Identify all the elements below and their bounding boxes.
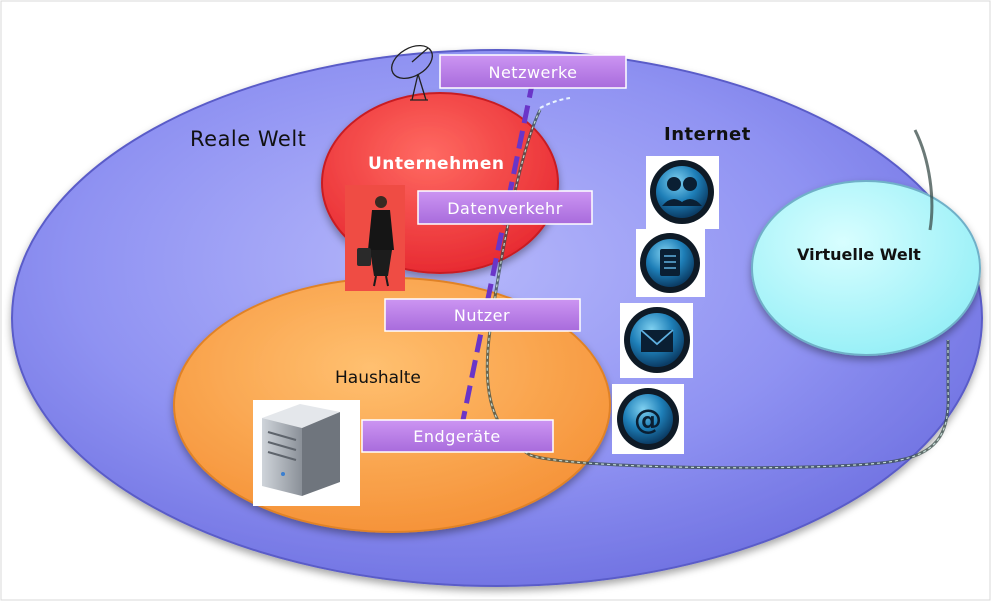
layer-dashed-line [459,79,536,426]
satellite-dish-icon [391,44,433,101]
users-box: Nutzer [384,298,581,332]
mail-icon [620,303,693,378]
businesswoman-icon [345,185,405,291]
households-label: Haushalte [335,368,421,388]
real-world-label: Reale Welt [190,127,306,151]
devices-box: Endgeräte [361,419,554,453]
internet-label: Internet [664,124,751,145]
devices-label: Endgeräte [413,427,500,446]
companies-label: Unternehmen [368,154,505,174]
data-traffic-label: Datenverkehr [447,199,563,218]
internet-boundary-highlight [486,109,949,469]
networks-label: Netzwerke [488,63,577,82]
internet-dashed-arc [539,97,571,109]
users-label: Nutzer [454,306,510,325]
virtual-world-ellipse [751,180,981,356]
document-icon [636,229,705,297]
users-icon [646,156,719,229]
server-tower-icon [253,400,360,506]
virtual-world-label: Virtuelle Welt [797,245,921,264]
svg-text:@: @ [634,403,662,436]
at-sign-icon: @ [612,384,684,454]
data-traffic-box: Datenverkehr [417,190,593,225]
networks-box: Netzwerke [439,54,627,89]
